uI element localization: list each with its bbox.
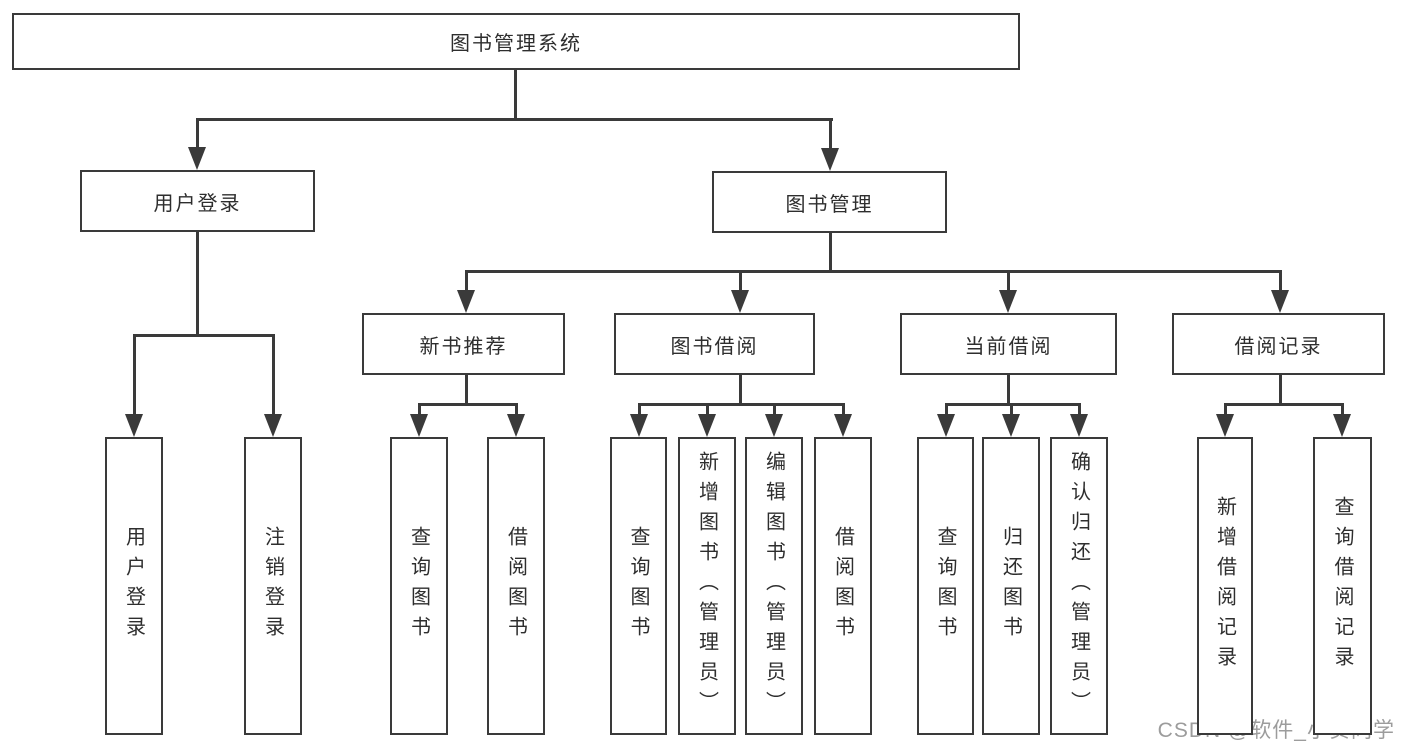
- connector-line: [739, 375, 742, 406]
- connector-line: [945, 403, 1081, 406]
- connector-line: [418, 403, 518, 406]
- connector-line: [1279, 375, 1282, 406]
- arrowhead-down-icon: [1216, 414, 1234, 437]
- node-book-mgmt: 图书管理: [712, 171, 947, 233]
- connector-line: [842, 405, 845, 419]
- node-borrow-records: 借阅记录: [1172, 313, 1385, 375]
- connector-line: [1078, 405, 1081, 419]
- arrowhead-down-icon: [698, 414, 716, 437]
- connector-line: [465, 270, 1282, 273]
- connector-line: [196, 232, 199, 336]
- arrowhead-down-icon: [834, 414, 852, 437]
- node-ul-login: 用户登录: [105, 437, 163, 735]
- arrowhead-down-icon: [1002, 414, 1020, 437]
- node-br-query: 查询借阅记录: [1313, 437, 1372, 735]
- connector-line: [829, 120, 832, 150]
- arrowhead-down-icon: [125, 414, 143, 437]
- arrowhead-down-icon: [821, 148, 839, 171]
- arrowhead-down-icon: [937, 414, 955, 437]
- arrowhead-down-icon: [630, 414, 648, 437]
- arrowhead-down-icon: [1271, 290, 1289, 313]
- node-bb-edit: 编辑图书（管理员）: [745, 437, 803, 735]
- arrowhead-down-icon: [264, 414, 282, 437]
- connector-line: [465, 272, 468, 296]
- connector-line: [638, 403, 845, 406]
- connector-line: [1224, 405, 1227, 419]
- connector-line: [1341, 405, 1344, 419]
- connector-line: [829, 233, 832, 272]
- node-nb-borrow: 借阅图书: [487, 437, 545, 735]
- connector-line: [773, 405, 776, 419]
- node-br-add: 新增借阅记录: [1197, 437, 1253, 735]
- node-bb-query: 查询图书: [610, 437, 667, 735]
- connector-line: [1224, 403, 1344, 406]
- connector-line: [465, 375, 468, 406]
- arrowhead-down-icon: [1333, 414, 1351, 437]
- node-book-borrow: 图书借阅: [614, 313, 815, 375]
- connector-line: [133, 336, 136, 418]
- arrowhead-down-icon: [999, 290, 1017, 313]
- connector-line: [1010, 405, 1013, 419]
- connector-line: [739, 272, 742, 296]
- connector-line: [514, 70, 517, 120]
- node-bb-borrow: 借阅图书: [814, 437, 872, 735]
- node-root: 图书管理系统: [12, 13, 1020, 70]
- connector-line: [706, 405, 709, 419]
- connector-line: [945, 405, 948, 419]
- node-new-book-rec: 新书推荐: [362, 313, 565, 375]
- connector-line: [1007, 272, 1010, 296]
- node-cb-query: 查询图书: [917, 437, 974, 735]
- connector-line: [196, 120, 199, 150]
- connector-line: [1279, 272, 1282, 296]
- arrowhead-down-icon: [1070, 414, 1088, 437]
- node-bb-add: 新增图书（管理员）: [678, 437, 736, 735]
- node-ul-logout: 注销登录: [244, 437, 302, 735]
- arrowhead-down-icon: [507, 414, 525, 437]
- arrowhead-down-icon: [765, 414, 783, 437]
- arrowhead-down-icon: [188, 147, 206, 170]
- arrowhead-down-icon: [457, 290, 475, 313]
- connector-line: [272, 336, 275, 418]
- connector-line: [133, 334, 275, 337]
- node-user-login: 用户登录: [80, 170, 315, 232]
- node-nb-query: 查询图书: [390, 437, 448, 735]
- connector-line: [418, 405, 421, 419]
- arrowhead-down-icon: [410, 414, 428, 437]
- node-cb-confirm: 确认归还（管理员）: [1050, 437, 1108, 735]
- node-cb-return: 归还图书: [982, 437, 1040, 735]
- connector-line: [196, 118, 833, 121]
- arrowhead-down-icon: [731, 290, 749, 313]
- node-current-borrow: 当前借阅: [900, 313, 1117, 375]
- connector-line: [638, 405, 641, 419]
- connector-line: [1007, 375, 1010, 406]
- connector-line: [515, 405, 518, 419]
